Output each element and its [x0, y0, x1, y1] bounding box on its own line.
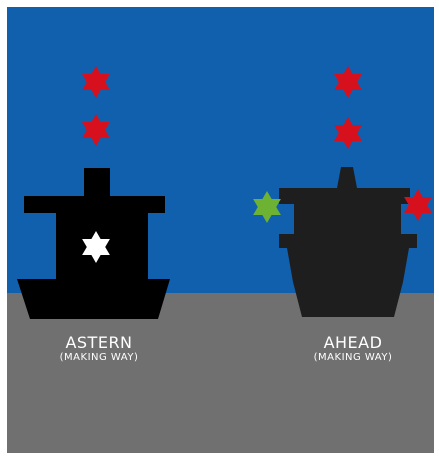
astern-title: ASTERN — [34, 335, 164, 351]
vessel-ahead-hull — [279, 167, 417, 317]
diagram-canvas — [7, 7, 434, 453]
ahead-subtitle: (MAKING WAY) — [288, 353, 418, 363]
diagram-frame: ASTERN (MAKING WAY) AHEAD (MAKING WAY) — [7, 7, 434, 453]
astern-subtitle: (MAKING WAY) — [34, 353, 164, 363]
ahead-title: AHEAD — [288, 335, 418, 351]
